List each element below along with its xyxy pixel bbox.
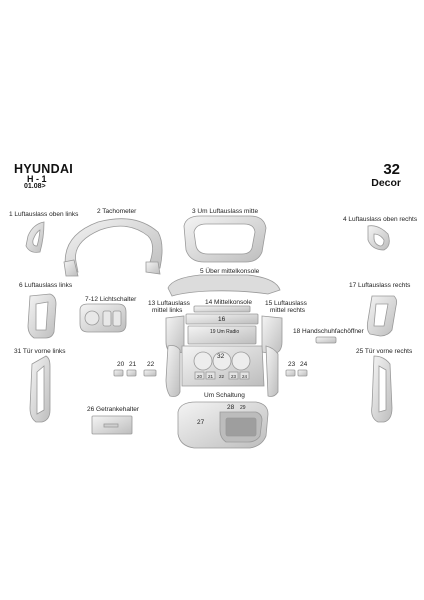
label-part-5: 5 Über mittelkonsole <box>200 268 260 275</box>
model-date: 01.08> <box>24 183 46 190</box>
part-24 <box>297 369 308 377</box>
part-25-door-front-right <box>371 355 393 423</box>
label-part-32: 32 <box>217 353 225 360</box>
brand-name: HYUNDAI <box>14 162 74 176</box>
part-16 <box>185 313 259 325</box>
part-31-door-front-left <box>29 355 51 423</box>
set-name: Decor <box>371 177 401 189</box>
part-22 <box>143 369 157 377</box>
label-part-18: 18 Handschuhfachöffner <box>293 328 364 335</box>
label-part-29: 29 <box>240 405 246 411</box>
set-number: 32 <box>383 161 400 178</box>
label-part-17: 17 Luftauslass rechts <box>349 282 411 289</box>
label-part-4: 4 Luftauslass oben rechts <box>343 216 418 223</box>
part-23 <box>285 369 296 377</box>
label-part-27: 27 <box>197 419 205 426</box>
label-part-2: 2 Tachometer <box>97 208 137 215</box>
part-17-vent-right <box>366 295 398 337</box>
part-19-radio-surround <box>187 325 257 345</box>
label-part-15a: 15 Luftauslass <box>265 300 307 307</box>
part-4-vent-top-right <box>367 225 390 251</box>
label-part-6: 6 Luftauslass links <box>19 282 73 289</box>
label-part-21: 21 <box>129 361 137 368</box>
label-part-13a: 13 Luftauslass <box>148 300 190 307</box>
part-20 <box>113 369 124 377</box>
label-console-20: 20 <box>197 374 203 379</box>
label-part-22: 22 <box>147 361 155 368</box>
label-part-14: 14 Mittelkonsole <box>205 299 252 306</box>
part-5-over-console <box>167 274 281 297</box>
label-part-31: 31 Tür vorne links <box>14 348 66 355</box>
part-1-vent-top-left <box>25 221 45 253</box>
label-console-24: 24 <box>242 374 248 379</box>
part-6-vent-left <box>27 293 57 339</box>
label-part-25: 25 Tür vorne rechts <box>356 348 413 355</box>
label-part-24: 24 <box>300 361 308 368</box>
model-name: H - 1 <box>27 174 47 184</box>
label-part-1: 1 Luftauslass oben links <box>9 211 79 218</box>
label-part-28: 28 <box>227 404 235 411</box>
label-console-21: 21 <box>208 374 214 379</box>
part-3-center-vent-surround <box>183 215 267 263</box>
label-part-16: 16 <box>218 316 226 323</box>
label-part-23: 23 <box>288 361 296 368</box>
label-part-13b: mittel links <box>152 307 183 314</box>
label-part-7-12: 7-12 Lichtschalter <box>85 296 137 303</box>
label-part-19: 19 Um Radio <box>210 329 240 335</box>
label-console-23: 23 <box>231 374 237 379</box>
label-part-26: 26 Getrankehalter <box>87 406 140 413</box>
part-18-glovebox-opener <box>315 336 337 344</box>
label-part-20: 20 <box>117 361 125 368</box>
part-32-side-trim-left <box>165 345 181 397</box>
label-part-3: 3 Um Luftauslass mitte <box>192 208 259 215</box>
label-part-15b: mittel rechts <box>270 307 306 314</box>
label-console-22: 22 <box>219 374 225 379</box>
label-um-schaltung: Um Schaltung <box>204 392 245 399</box>
part-32-side-trim-right <box>265 345 279 397</box>
part-14-center-console <box>193 305 251 313</box>
part-21 <box>126 369 137 377</box>
